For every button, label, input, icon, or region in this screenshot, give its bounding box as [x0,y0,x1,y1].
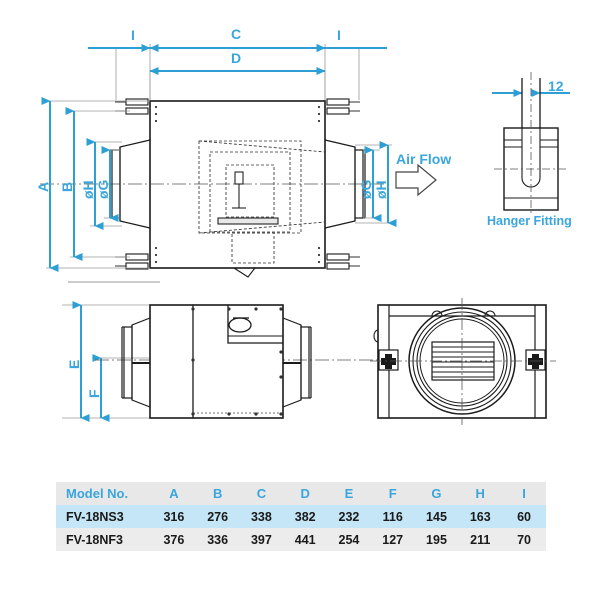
dimension-label-i-left: I [131,27,135,43]
cell-f: 116 [370,505,415,528]
spec-table-body: Model No. A B C D E F G H I FV-18NS3 316… [56,482,546,551]
cell-g: 195 [414,528,459,551]
hanger-fitting-detail [492,72,570,214]
cell-model: FV-18NF3 [56,528,152,551]
air-flow-arrow-icon [395,163,437,197]
column-header-model: Model No. [56,482,152,505]
cell-g: 145 [414,505,459,528]
specification-table: Model No. A B C D E F G H I FV-18NS3 316… [56,482,546,551]
cell-model: FV-18NS3 [56,505,152,528]
cell-d: 441 [283,528,328,551]
cell-e: 232 [327,505,371,528]
cell-d: 382 [283,505,328,528]
air-flow-label: Air Flow [396,151,452,167]
cell-i: 60 [502,505,546,528]
dimension-label-b: B [59,181,75,192]
cell-b: 336 [195,528,240,551]
column-header-e: E [327,482,371,505]
left-vertical-dimensions [41,97,119,272]
dimension-label-d: D [231,50,242,66]
column-header-c: C [239,482,284,505]
table-header-row: Model No. A B C D E F G H I [56,482,546,505]
dimension-label-i-right: I [337,27,341,43]
dimension-label-dia-h-right: øH [373,180,389,199]
cell-c: 338 [239,505,284,528]
cell-e: 254 [327,528,371,551]
dimension-label-dia-h-left: øH [80,180,96,199]
plan-view [62,301,378,422]
cell-f: 127 [370,528,415,551]
cell-i: 70 [502,528,546,551]
cell-a: 376 [152,528,196,551]
right-vertical-dimensions [364,141,397,227]
dimension-label-a: A [35,181,51,192]
dimension-label-dia-g-right: øG [358,179,374,199]
table-row: FV-18NF3 376 336 397 441 254 127 195 211… [56,528,546,551]
top-dimension-chain [88,44,387,115]
cell-c: 397 [239,528,284,551]
column-header-a: A [152,482,196,505]
column-header-g: G [414,482,459,505]
table-row: FV-18NS3 316 276 338 382 232 116 145 163… [56,505,546,528]
column-header-d: D [283,482,328,505]
column-header-b: B [195,482,240,505]
column-header-i: I [502,482,546,505]
cell-h: 163 [458,505,503,528]
hanger-width-label: 12 [548,78,564,94]
end-view [370,298,556,425]
hanger-fitting-label: Hanger Fitting [487,214,572,228]
dimension-label-dia-g-left: øG [95,179,111,199]
cell-b: 276 [195,505,240,528]
dimension-label-e: E [66,359,82,369]
front-view [40,98,392,283]
column-header-f: F [370,482,415,505]
column-header-h: H [458,482,503,505]
cell-a: 316 [152,505,196,528]
cell-h: 211 [458,528,503,551]
dimension-label-c: C [231,26,242,42]
dimension-label-f: F [86,389,102,398]
